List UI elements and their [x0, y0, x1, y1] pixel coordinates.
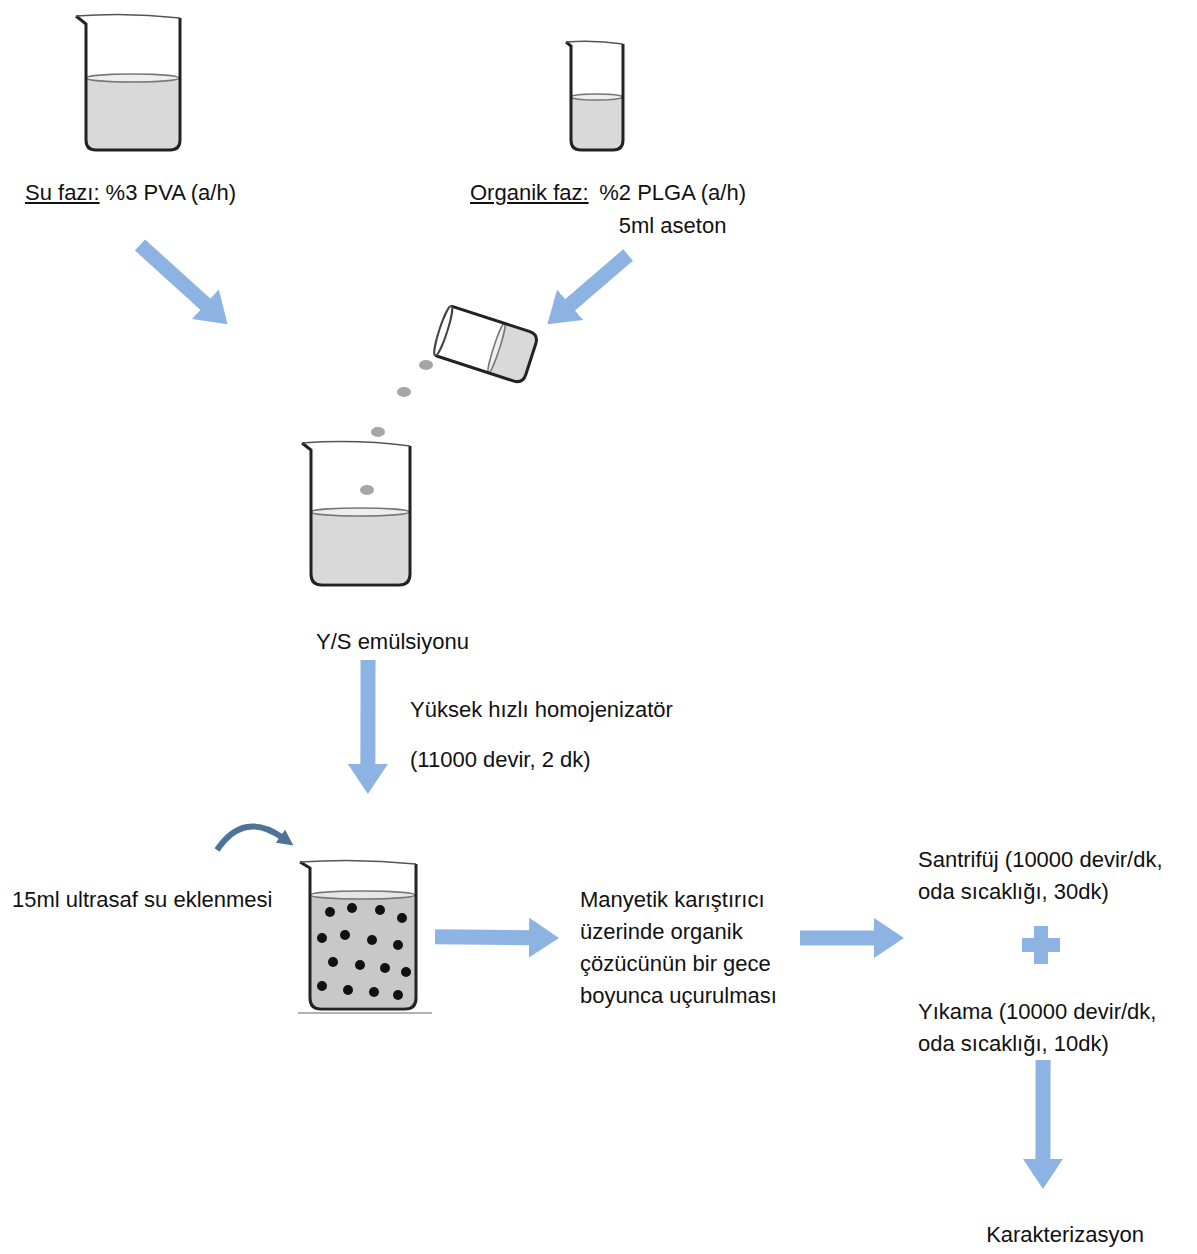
- flow-arrow: [569, 255, 628, 305]
- liquid-surface: [571, 94, 622, 100]
- beaker-outline: [302, 443, 410, 585]
- pouring-tube: [431, 305, 538, 384]
- node-text: Santrifüj (10000 devir/dk, oda sıcaklığı…: [918, 844, 1190, 908]
- beaker-water-phase: [76, 14, 180, 150]
- drops: [360, 360, 433, 495]
- liquid-surface: [311, 508, 409, 516]
- phase-label: Organik faz:%2 PLGA (a/h) 5ml aseton: [460, 30, 770, 255]
- flow-arrow: [140, 245, 206, 305]
- node-text: Y/S emülsiyonu: [225, 627, 560, 657]
- beaker-outline: [300, 862, 416, 1009]
- flow-arrow: [800, 930, 875, 945]
- evaporation-step: Manyetik karıştırıcı üzerinde organik çö…: [560, 875, 800, 1012]
- tube-rim: [566, 41, 623, 44]
- tube-mouth: [431, 305, 455, 357]
- node-text: Manyetik karıştırıcı üzerinde organik çö…: [580, 884, 800, 1012]
- phase-label: Su fazı:%3 PVA (a/h): [20, 10, 270, 245]
- liquid: [311, 512, 409, 583]
- centrifuge-wash-step: Santrifüj (10000 devir/dk, oda sıcaklığı…: [905, 838, 1195, 1060]
- tube-outline: [566, 42, 623, 150]
- beaker-emulsion: [302, 442, 410, 585]
- liquid: [310, 895, 415, 1007]
- liquid: [86, 78, 179, 149]
- flow-arrow: [1035, 1060, 1050, 1160]
- beaker-outline: [76, 16, 180, 150]
- drop: [360, 485, 374, 495]
- emulsion-step: Y/S emülsiyonu: [225, 325, 560, 660]
- node-text: Su fazı:: [25, 180, 100, 205]
- edge-label: Yüksek hızlı homojenizatör (11000 devir,…: [410, 685, 710, 785]
- flow-arrow: [360, 660, 375, 765]
- drop: [371, 427, 385, 437]
- liquid-surface: [86, 74, 179, 82]
- water-addition-step: 15ml ultrasaf su eklenmesi: [10, 795, 435, 1020]
- text-block: Organik faz:%2 PLGA (a/h) 5ml aseton: [470, 176, 770, 242]
- liquid: [571, 97, 622, 149]
- text-block: Manyetik karıştırıcı üzerinde organik çö…: [580, 884, 800, 1012]
- text-block: Santrifüj (10000 devir/dk, oda sıcaklığı…: [918, 844, 1190, 908]
- beaker-rim: [76, 14, 180, 18]
- node-text: 15ml ultrasaf su eklenmesi: [12, 885, 297, 915]
- text-block: Karakterizasyon: [960, 1220, 1170, 1250]
- tube-organic-phase: [566, 41, 623, 150]
- characterization-step: Karakterizasyon: [960, 1190, 1170, 1252]
- text-block: Y/S emülsiyonu: [225, 627, 560, 657]
- beaker-nanoparticles: [298, 860, 432, 1013]
- beaker-rim: [302, 442, 410, 446]
- drop: [419, 360, 433, 370]
- node-text: %2 PLGA (a/h) 5ml aseton: [597, 176, 749, 242]
- node-text: Organik faz:: [470, 176, 589, 209]
- node-text: %3 PVA (a/h): [106, 180, 236, 205]
- plus-bar: [1034, 926, 1048, 964]
- plus-symbol: [1022, 926, 1060, 964]
- text-block: 15ml ultrasaf su eklenmesi: [12, 885, 297, 915]
- liquid-surface: [310, 891, 415, 899]
- text-block: Su fazı:%3 PVA (a/h): [25, 178, 270, 208]
- node-text: Karakterizasyon: [960, 1220, 1170, 1250]
- liquid-surface: [486, 322, 508, 373]
- beaker-rim: [300, 860, 416, 864]
- bench-line: [298, 1012, 432, 1014]
- flow-arrow: [435, 929, 530, 945]
- drop: [397, 387, 411, 397]
- text-block: Yıkama (10000 devir/dk, oda sıcaklığı, 1…: [918, 996, 1190, 1060]
- node-text: Yıkama (10000 devir/dk, oda sıcaklığı, 1…: [918, 996, 1190, 1060]
- curved-arrow: [217, 826, 283, 850]
- nanoparticles: [317, 903, 411, 1000]
